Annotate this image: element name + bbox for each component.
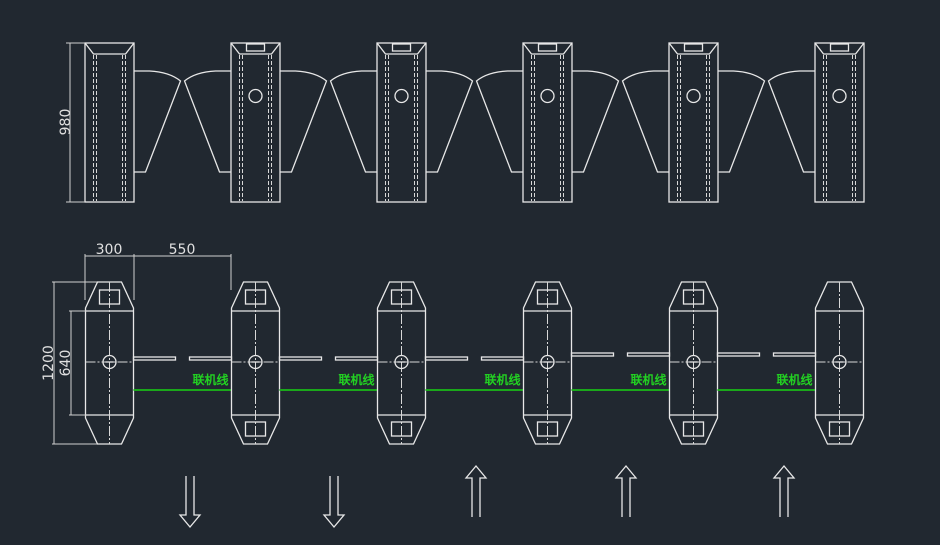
unit-outline (84, 281, 135, 445)
wing-flap-left (183, 70, 231, 173)
sensor-circle (832, 88, 847, 104)
arrow-up-icon (614, 464, 638, 517)
wing-flap-left (621, 70, 669, 173)
flap-bar-left (480, 356, 525, 361)
unit-body (814, 42, 865, 203)
pivot-circle (248, 354, 263, 370)
sensor-circle (394, 88, 409, 104)
display-box-top (536, 289, 559, 305)
plan-view (84, 281, 865, 445)
sensor-circle (248, 88, 263, 104)
pivot-circle (540, 354, 555, 370)
display-box-top (390, 289, 413, 305)
display-box-bottom (390, 421, 413, 437)
display-box-bottom (244, 421, 267, 437)
unit-top-bevel (84, 42, 135, 55)
arrow-up-icon (464, 464, 488, 517)
wing-flap-right (280, 70, 328, 173)
top-unit (183, 42, 328, 203)
unit-body (668, 42, 719, 203)
display-box-top (98, 289, 121, 305)
plan-unit (230, 281, 379, 445)
unit-outline (668, 281, 719, 445)
dim-1200: 1200 (41, 345, 57, 381)
wing-flap-left (767, 70, 815, 173)
wing-flap-right (572, 70, 620, 173)
unit-outline (522, 281, 573, 445)
link-label: 联机线 (630, 372, 666, 387)
wing-flap-left (475, 70, 523, 173)
pivot-circle (686, 354, 701, 370)
flap-bar-left (626, 352, 671, 357)
flap-bar-left (772, 352, 817, 357)
display-window (683, 43, 704, 52)
pivot-circle (102, 354, 117, 370)
dim-980: 980 (58, 109, 74, 136)
wing-flap-left (329, 70, 377, 173)
pivot-circle (394, 354, 409, 370)
arrow-down-icon (178, 476, 202, 529)
sensor-circle (540, 88, 555, 104)
unit-body (522, 42, 573, 203)
dimensions: 980 300 550 1200 640 (41, 42, 232, 445)
flap-bar-right (132, 356, 177, 361)
unit-body (230, 42, 281, 203)
link-label: 联机线 (484, 372, 520, 387)
arrow-down-icon (322, 476, 346, 529)
unit-body (376, 42, 427, 203)
unit-top-bevel (814, 42, 865, 55)
unit-top-bevel (668, 42, 719, 55)
display-window (537, 43, 558, 52)
dim-640: 640 (58, 350, 74, 377)
link-label: 联机线 (338, 372, 374, 387)
top-unit (767, 42, 865, 203)
display-window (245, 43, 266, 52)
dim-300: 300 (96, 242, 123, 258)
unit-body (84, 42, 135, 203)
plan-unit (376, 281, 525, 445)
plan-unit (84, 281, 233, 445)
top-unit (475, 42, 620, 203)
display-box-top (682, 289, 705, 305)
unit-top-bevel (230, 42, 281, 55)
plan-unit (668, 281, 817, 445)
plan-unit (522, 281, 671, 445)
unit-outline (230, 281, 281, 445)
flap-bar-right (716, 352, 761, 357)
top-unit (621, 42, 766, 203)
flap-bar-right (278, 356, 323, 361)
flap-bar-left (334, 356, 379, 361)
wing-flap-right (134, 70, 182, 173)
passage-arrows (178, 464, 796, 529)
display-box-top (244, 289, 267, 305)
top-view (84, 42, 865, 203)
sensor-circle (686, 88, 701, 104)
top-unit (329, 42, 474, 203)
link-labels: 联机线 联机线 联机线 联机线 联机线 (192, 372, 812, 387)
display-window (391, 43, 412, 52)
link-label: 联机线 (776, 372, 812, 387)
display-window (829, 43, 850, 52)
dim-550: 550 (169, 242, 196, 258)
flap-bar-left (188, 356, 233, 361)
display-box-bottom (536, 421, 559, 437)
flap-bar-right (424, 356, 469, 361)
unit-outline (376, 281, 427, 445)
display-box-bottom (828, 421, 851, 437)
unit-top-bevel (522, 42, 573, 55)
wing-flap-right (718, 70, 766, 173)
pivot-circle (832, 354, 847, 370)
wing-flap-right (426, 70, 474, 173)
plan-unit (814, 281, 865, 445)
unit-outline (814, 281, 865, 445)
flap-bar-right (570, 352, 615, 357)
arrow-up-icon (772, 464, 796, 517)
display-box-bottom (682, 421, 705, 437)
link-label: 联机线 (192, 372, 228, 387)
top-unit (84, 42, 182, 203)
unit-top-bevel (376, 42, 427, 55)
